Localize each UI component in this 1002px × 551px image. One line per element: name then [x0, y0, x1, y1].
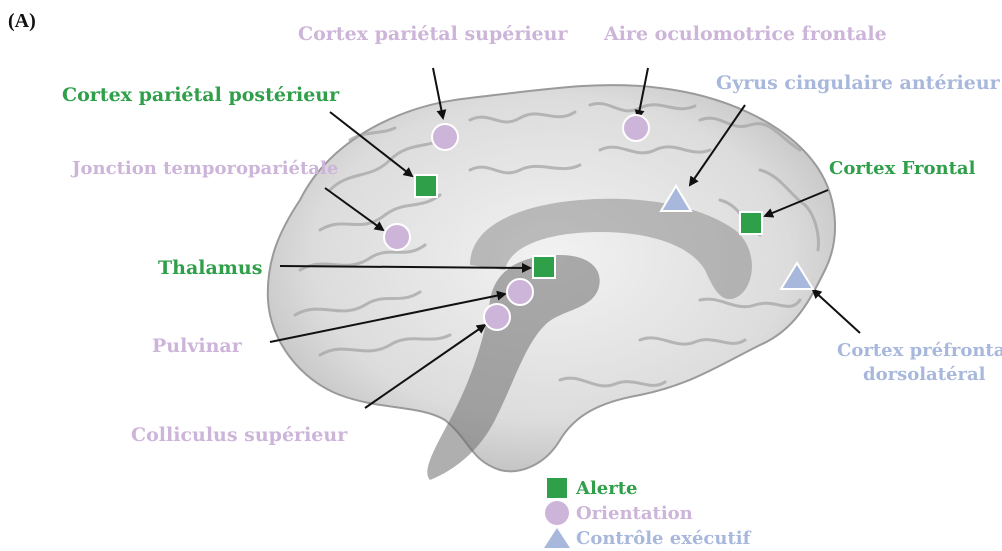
legend-triangle-icon — [544, 528, 570, 548]
marker-cortex-parietal-superieur — [432, 124, 458, 150]
label-pulvinar: Pulvinar — [152, 335, 242, 357]
marker-colliculus — [484, 304, 510, 330]
legend-controle: Contrôle exécutif — [570, 527, 750, 549]
legend-symbols — [544, 478, 570, 548]
marker-cortex-frontal — [740, 212, 762, 234]
panel-label: (A) — [8, 10, 36, 33]
label-cortex-prefrontal-line1: Cortex préfrontal — [837, 340, 1002, 362]
marker-cortex-parietal-posterieur — [415, 175, 437, 197]
label-cortex-parietal-superieur: Cortex pariétal supérieur — [298, 23, 567, 45]
legend-square-icon — [547, 478, 567, 498]
marker-pulvinar — [507, 279, 533, 305]
legend-orientation-label: Orientation — [576, 503, 693, 524]
legend-alerte: Alerte — [570, 477, 638, 499]
label-aire-oculomotrice: Aire oculomotrice frontale — [604, 23, 887, 45]
label-cortex-frontal: Cortex Frontal — [829, 158, 975, 180]
label-jonction-temporoparietale: Jonction temporopariétale — [72, 158, 338, 180]
legend-alerte-label: Alerte — [576, 478, 638, 499]
arrow-cortex-prefrontal — [813, 290, 860, 333]
label-cortex-prefrontal-line2: dorsolatéral — [863, 364, 985, 386]
legend-circle-icon — [545, 501, 569, 525]
label-colliculus: Colliculus supérieur — [131, 424, 347, 446]
legend-orientation: Orientation — [570, 502, 693, 524]
marker-aire-oculomotrice — [623, 115, 649, 141]
label-gyrus-cingulaire: Gyrus cingulaire antérieur — [716, 72, 1000, 94]
marker-jonction-temporoparietale — [384, 224, 410, 250]
label-cortex-parietal-posterieur: Cortex pariétal postérieur — [62, 84, 339, 106]
label-thalamus: Thalamus — [158, 257, 262, 279]
marker-thalamus — [533, 256, 555, 278]
legend-controle-label: Contrôle exécutif — [576, 528, 750, 549]
